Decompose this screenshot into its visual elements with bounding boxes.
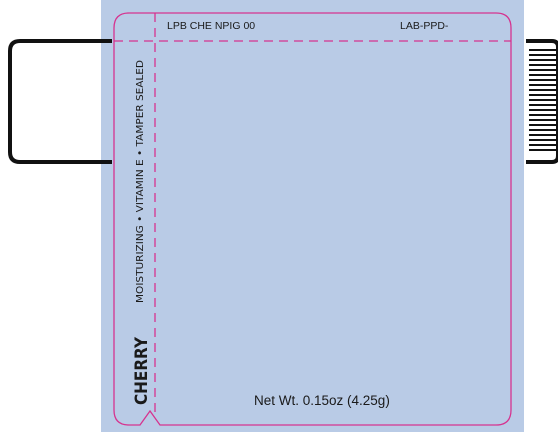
- left-tube-outline-icon: [8, 39, 112, 164]
- code-left: LPB CHE NPIG 00: [167, 20, 255, 32]
- label-background: [101, 0, 524, 432]
- code-right: LAB-PPD-: [400, 20, 449, 32]
- side-claims-text: MOISTURIZING • VITAMIN E • TAMPER SEALED: [135, 60, 146, 303]
- net-weight: Net Wt. 0.15oz (4.25g): [254, 393, 390, 408]
- right-cap-outline-icon: [526, 39, 558, 164]
- flavor-name: CHERRY: [132, 336, 152, 405]
- dieline-outer-border: [113, 12, 512, 426]
